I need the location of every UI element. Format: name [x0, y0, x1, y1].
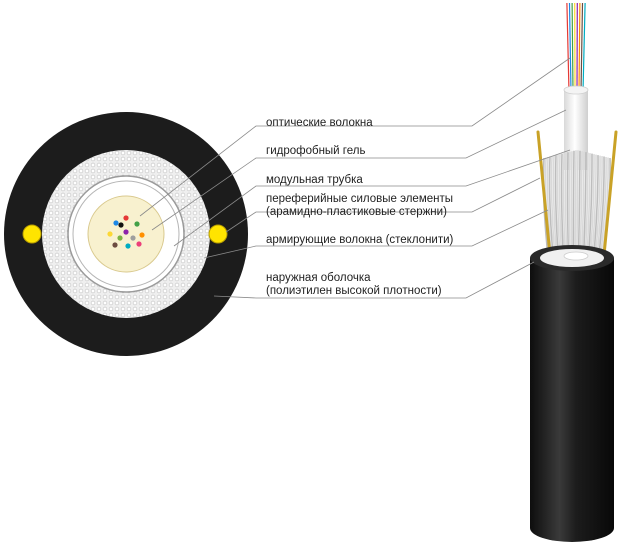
fiber-strand [583, 3, 585, 92]
fiber-dot [107, 231, 112, 236]
label-module-tube: модульная трубка [266, 174, 363, 187]
yarn-strand [573, 151, 574, 256]
outer-sheath-3d [530, 258, 614, 542]
strength-rod-left [23, 225, 41, 243]
label-optical-fibers: оптические волокна [266, 117, 373, 130]
cable-perspective [530, 3, 616, 542]
fiber-strand [581, 3, 583, 92]
module-tube-3d-bottom [564, 252, 588, 260]
yarn-strand [566, 153, 567, 256]
fiber-dot [139, 232, 144, 237]
fiber-dot [117, 235, 122, 240]
yarn-strand [568, 152, 569, 256]
fiber-dot [136, 241, 141, 246]
label-strength-members-line1: переферийные силовые элементы [266, 193, 453, 206]
fiber-dot [134, 221, 139, 226]
fiber-dot [123, 215, 128, 220]
fiber-dot [123, 229, 128, 234]
fiber-dot [130, 235, 135, 240]
label-optical-fibers-text: оптические волокна [266, 117, 373, 130]
strength-rod-right [209, 225, 227, 243]
fiber-strand [579, 3, 580, 92]
label-module-tube-text: модульная трубка [266, 174, 363, 187]
fiber-strand [570, 3, 572, 92]
label-outer-sheath: наружная оболочка (полиэтилен высокой пл… [266, 272, 442, 298]
label-strength-members: переферийные силовые элементы (арамидно-… [266, 193, 453, 219]
module-tube-end [564, 86, 588, 94]
protruding-fibers [567, 3, 585, 92]
yarn-strand [575, 150, 576, 256]
fiber-dot [112, 242, 117, 247]
fiber-dot [113, 220, 118, 225]
label-strength-members-line2: (арамидно-пластиковые стержни) [266, 206, 453, 219]
label-reinforcing-fibers: армирующие волокна (стеклонити) [266, 234, 453, 247]
cross-section [4, 112, 248, 356]
label-reinforcing-fibers-text: армирующие волокна (стеклонити) [266, 234, 453, 247]
fiber-dot [125, 243, 130, 248]
fiber-dot [118, 222, 123, 227]
label-outer-sheath-line1: наружная оболочка [266, 272, 442, 285]
fiber-strand [572, 3, 573, 92]
fiber-strand [567, 3, 569, 92]
label-outer-sheath-line2: (полиэтилен высокой плотности) [266, 285, 442, 298]
label-hydrophobic-gel: гидрофобный гель [266, 145, 365, 158]
label-hydrophobic-gel-text: гидрофобный гель [266, 145, 365, 158]
